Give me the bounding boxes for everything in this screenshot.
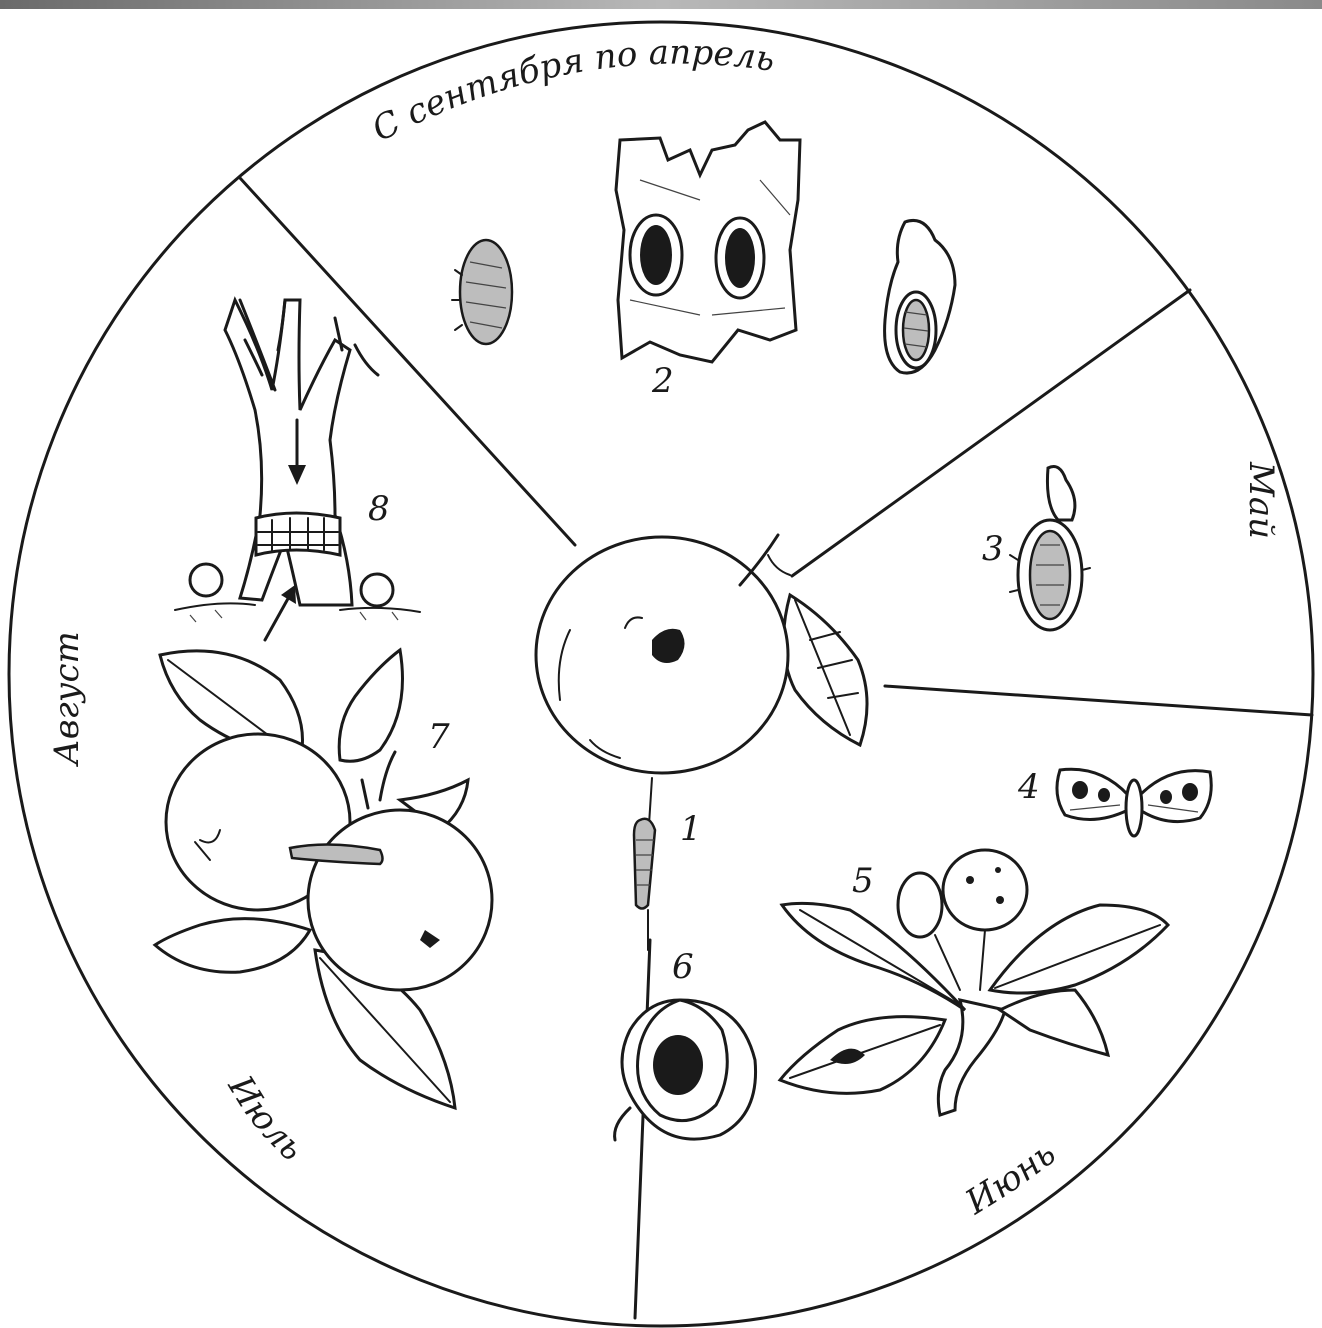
stage-number-7: 7 (428, 717, 450, 757)
month-label-may: Май (1241, 461, 1281, 539)
central-apple-illustration (536, 535, 867, 773)
branch-with-fruitlets-illustration (780, 850, 1168, 1115)
larva-descending (634, 819, 655, 909)
month-label-sep-apr: С сентября по апрель (366, 33, 777, 150)
cocoon-with-shell-illustration (885, 220, 955, 373)
month-label-june: Июнь (958, 1133, 1064, 1223)
cut-apple-illustration (615, 1000, 756, 1140)
cocoon-left-illustration (452, 240, 512, 344)
moth-illustration (1057, 769, 1211, 836)
stage-number-1: 1 (680, 809, 702, 849)
stage-number-2: 2 (651, 361, 674, 401)
month-label-july: Июль (219, 1068, 311, 1169)
stage-number-5: 5 (852, 861, 874, 901)
stage-number-4: 4 (1017, 767, 1040, 807)
month-label-august: Август (47, 631, 87, 767)
tree-trunk-illustration (175, 300, 420, 640)
divider-line (885, 686, 1312, 715)
bark-piece-illustration (616, 122, 800, 362)
stage-number-8: 8 (368, 489, 390, 529)
stage-number-6: 6 (672, 947, 694, 987)
pupa-illustration (1010, 467, 1090, 631)
stage-number-3: 3 (982, 529, 1004, 569)
divider-line (635, 940, 650, 1318)
